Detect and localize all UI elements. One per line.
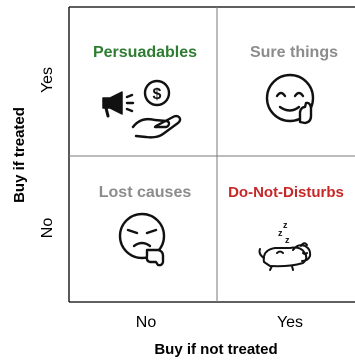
svg-text:z: z — [283, 220, 288, 230]
quadrant-label-persuadables: Persuadables — [93, 44, 197, 61]
megaphone-coin-hand-icon: $ — [102, 79, 182, 139]
matrix-dividers — [69, 7, 355, 302]
svg-text:$: $ — [153, 86, 162, 103]
x-axis-title: Buy if not treated — [154, 341, 277, 358]
x-tick-yes: Yes — [277, 314, 303, 331]
y-axis-title: Buy if treated — [11, 107, 28, 203]
quadrant-label-do-not-disturbs: Do-Not-Disturbs — [228, 184, 344, 201]
quadrant-label-lost-causes: Lost causes — [99, 184, 192, 201]
y-tick-no: No — [39, 218, 56, 239]
y-tick-yes: Yes — [39, 67, 56, 93]
x-tick-no: No — [136, 314, 157, 331]
quadrant-label-sure-things: Sure things — [250, 44, 338, 61]
svg-text:z: z — [285, 235, 290, 245]
sleeping-dog-icon: z z z — [258, 220, 312, 271]
matrix-frame — [68, 6, 355, 303]
svg-text:z: z — [278, 228, 283, 238]
sad-thumbs-down-face-icon — [118, 212, 166, 267]
smiling-thumbs-up-face-icon — [265, 73, 315, 125]
